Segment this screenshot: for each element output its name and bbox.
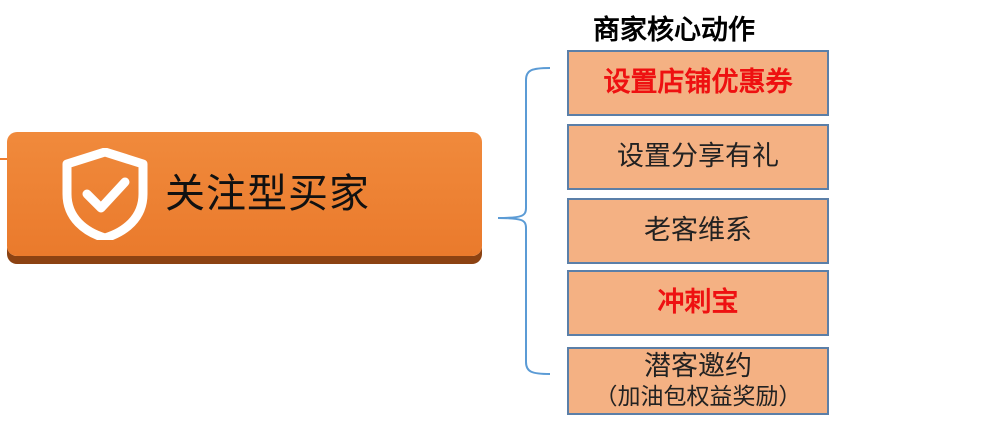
action-box-store-coupon: 设置店铺优惠券 — [567, 50, 829, 116]
action-label: 设置分享有礼 — [617, 141, 779, 172]
action-sublabel: （加油包权益奖励） — [594, 384, 802, 410]
actions-heading: 商家核心动作 — [593, 15, 755, 46]
action-box-prospect-invite: 潜客邀约 （加油包权益奖励） — [567, 347, 829, 415]
action-box-retention: 老客维系 — [567, 198, 829, 264]
buyer-type-box: 关注型买家 — [7, 132, 482, 256]
action-box-sprint: 冲刺宝 — [567, 270, 829, 336]
action-box-share-gift: 设置分享有礼 — [567, 124, 829, 190]
action-label: 老客维系 — [644, 215, 752, 246]
bracket-connector — [497, 67, 551, 375]
shield-check-icon — [62, 148, 148, 240]
buyer-type-label: 关注型买家 — [165, 171, 370, 217]
action-label: 冲刺宝 — [657, 287, 739, 318]
action-label: 设置店铺优惠券 — [603, 67, 793, 98]
left-connector-mark — [0, 158, 8, 160]
action-label: 潜客邀约 — [644, 351, 752, 382]
